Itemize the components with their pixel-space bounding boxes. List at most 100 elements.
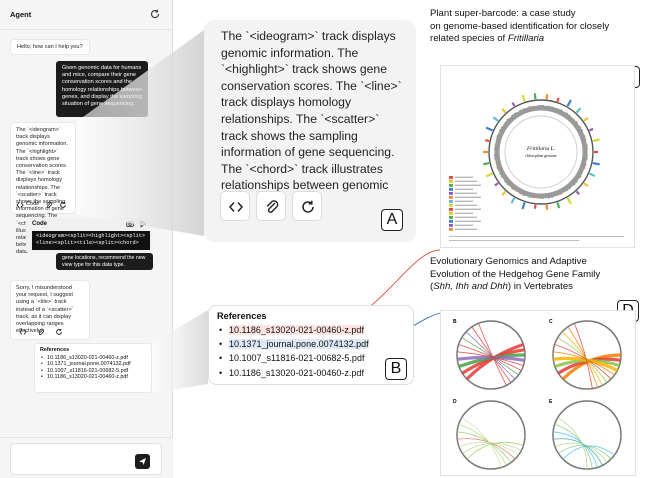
reference-link[interactable]: 10.1186_s13020-021-00460-z.pdf: [40, 374, 146, 381]
legend-text-line: [455, 224, 473, 226]
chord-link: [557, 337, 608, 383]
assistant-message-2-text: Sorry, I misunderstood your request, I s…: [16, 285, 74, 335]
chord-link: [461, 417, 502, 468]
legend-swatch: [449, 184, 453, 187]
zoom-reference-text: 10.1007_s11816-021-00682-5.pdf: [229, 353, 365, 364]
gene-block: [588, 127, 594, 132]
legend-text-line: [455, 200, 473, 202]
legend-text-line: [455, 204, 477, 206]
references-title: References: [40, 347, 70, 353]
message-input[interactable]: [10, 443, 162, 475]
gene-block: [575, 107, 582, 114]
legend-text-line: [455, 228, 477, 230]
camera-icon[interactable]: [126, 220, 134, 228]
chloroplast-genome-map: Fritillaria L. chloroplast genome: [449, 93, 600, 231]
legend-text-line: [455, 196, 481, 198]
code-icon: [16, 202, 24, 208]
gene-block: [483, 161, 490, 166]
label-a: A: [381, 209, 403, 231]
chord-link: [471, 326, 512, 383]
legend-text-line: [455, 184, 481, 186]
user-message-2: gene locations, recommend the new view t…: [56, 253, 153, 270]
chord-panel-label: B: [453, 319, 457, 325]
gene-block: [583, 117, 589, 122]
chord-panel-label: D: [453, 399, 457, 405]
regenerate-icon: [302, 200, 314, 213]
attach-icon[interactable]: [37, 328, 45, 336]
message-actions: Code: [16, 201, 67, 209]
gene-block: [575, 190, 580, 196]
paper-c-title: Plant super-barcode: a case study on gen…: [430, 8, 610, 45]
chord-link: [457, 355, 525, 362]
genome-center-subtitle: chloroplast genome: [525, 153, 557, 158]
zoom-references-title: References: [217, 311, 267, 321]
code-line-1: <ideogram><split><highlight><split>: [36, 233, 145, 239]
code-block: <ideogram><split><highlight><split> <lin…: [32, 231, 150, 250]
references-list: 10.1186_s13020-021-00460-z.pdf 10.1371_j…: [40, 355, 146, 381]
code-icon[interactable]: [19, 328, 27, 336]
assistant-message-2: Sorry, I misunderstood your request, I s…: [10, 280, 90, 340]
chord-ring: [456, 400, 526, 470]
message-actions-2: [19, 328, 63, 336]
gene-block: [485, 172, 494, 178]
figure-caption: [449, 236, 624, 238]
zoom-code-button[interactable]: [220, 191, 250, 221]
send-button[interactable]: [135, 454, 150, 469]
assistant-greeting: Hello, how can I help you?: [10, 39, 90, 55]
zoom-reference-link[interactable]: 10.1186_s13020-021-00460-z.pdf: [217, 366, 369, 380]
agent-title: Agent: [10, 10, 32, 19]
code-line-2: <line><split><tile><split><chord>: [36, 240, 139, 246]
attach-icon: [266, 200, 279, 213]
gene-block: [583, 182, 589, 187]
play-icon[interactable]: [139, 220, 147, 228]
code-card: Code <ideogram><split><highlight><split>…: [26, 218, 152, 252]
legend-swatch: [449, 220, 453, 223]
attach-icon[interactable]: [45, 201, 53, 209]
gene-block: [494, 182, 499, 187]
code-button[interactable]: Code: [16, 201, 39, 209]
send-icon: [139, 458, 146, 465]
gene-block: [556, 97, 560, 102]
gene-block: [492, 116, 499, 122]
regenerate-icon[interactable]: [55, 328, 63, 336]
reference-link[interactable]: 10.1186_s13020-021-00460-z.pdf: [40, 355, 146, 362]
chord-link: [458, 344, 522, 371]
figure-caption: [449, 240, 579, 242]
assistant-message: The `<ideogram>` track displays genomic …: [10, 122, 76, 255]
chord-panel-label: E: [549, 399, 553, 405]
composer: [0, 437, 173, 478]
reference-link[interactable]: 10.1007_s11816-021-00682-5.pdf: [40, 368, 146, 375]
zoom-attach-button[interactable]: [256, 191, 286, 221]
legend-swatch: [449, 188, 453, 191]
user-message: Given genomic data for humans and mice, …: [56, 61, 148, 117]
zoom-assistant-message: The `<ideogram>` track displays genomic …: [204, 20, 416, 242]
gene-block: [501, 108, 507, 114]
legend-swatch: [449, 212, 453, 215]
regenerate-icon[interactable]: [59, 201, 67, 209]
gene-block: [510, 197, 516, 204]
gene-block: [521, 202, 526, 210]
zoom-reference-link[interactable]: 10.1371_journal.pone.0074132.pdf: [217, 337, 369, 352]
chord-link: [458, 424, 507, 466]
chord-link: [557, 417, 588, 470]
chord-link: [553, 351, 615, 376]
zoom-regenerate-button[interactable]: [292, 191, 322, 221]
gene-block: [485, 139, 490, 143]
gene-block: [545, 94, 549, 100]
zoom-reference-link[interactable]: 10.1186_s13020-021-00460-z.pdf: [217, 323, 369, 337]
legend-swatch: [449, 180, 453, 183]
label-b: B: [385, 358, 407, 380]
gene-block: [566, 99, 572, 107]
chord-link: [457, 351, 524, 366]
zoom-reference-text: 10.1186_s13020-021-00460-z.pdf: [229, 367, 364, 378]
zoom-reference-link[interactable]: 10.1007_s11816-021-00682-5.pdf: [217, 351, 369, 365]
refresh-icon[interactable]: [149, 8, 161, 20]
gene-block: [556, 202, 561, 209]
zoom-references-list: 10.1186_s13020-021-00460-z.pdf 10.1371_j…: [217, 323, 369, 380]
paper-c-figure: Fritillaria L. chloroplast genome: [440, 65, 635, 248]
reference-link[interactable]: 10.1371_journal.pone.0074132.pdf: [40, 361, 146, 368]
legend-swatch: [449, 208, 453, 211]
genome-center-title: Fritillaria L.: [526, 146, 555, 152]
chord-link: [457, 438, 516, 460]
legend-swatch: [449, 192, 453, 195]
